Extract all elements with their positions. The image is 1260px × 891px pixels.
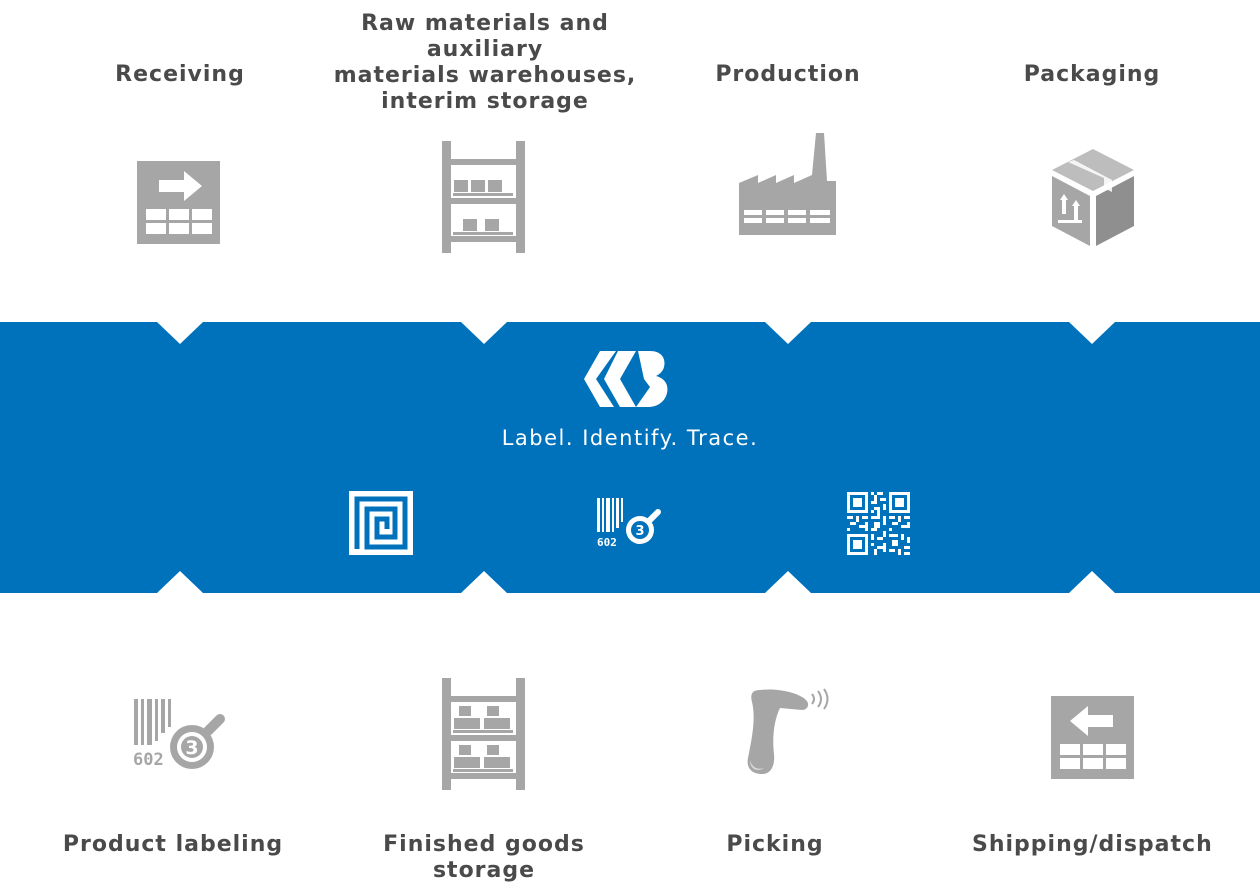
shelf-full-icon [442,678,525,790]
step-label-product-labeling: Product labeling [62,832,284,857]
step-label-production: Production [715,62,861,87]
rfid-icon [349,491,413,555]
svg-text:602: 602 [597,536,617,549]
package-icon [1052,149,1134,246]
tagline: Label. Identify. Trace. [501,426,759,450]
shipping-icon [1051,696,1134,779]
step-label-packaging: Packaging [1023,62,1161,87]
svg-text:3: 3 [635,524,644,539]
scanner-icon [747,688,829,774]
svg-text:3: 3 [185,737,198,759]
barcode-label-icon: 3 602 [133,699,225,770]
shelf-icon [442,141,525,253]
factory-icon [739,133,836,235]
step-label-raw-materials: Raw materials and auxiliary materials wa… [333,11,637,114]
svg-text:602: 602 [133,750,164,770]
step-label-shipping: Shipping/dispatch [972,832,1213,857]
company-logo [584,351,668,407]
qr-code-icon [847,492,910,555]
step-label-receiving: Receiving [115,62,245,87]
barcode-icon: 3 602 [597,498,661,549]
step-label-finished-goods: Finished goods storage [383,832,585,883]
step-label-picking: Picking [726,832,824,857]
receiving-icon [137,161,220,244]
